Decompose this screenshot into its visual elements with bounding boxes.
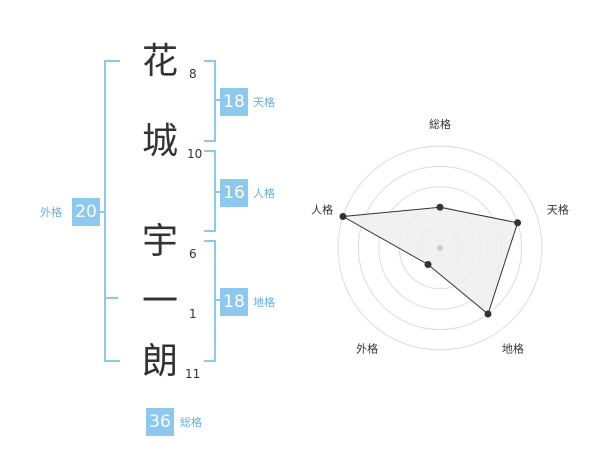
chikaku-label: 地格 xyxy=(253,296,275,309)
gaikaku-value: 20 xyxy=(72,198,100,226)
stroke-count-5: 11 xyxy=(185,367,201,381)
radar-center-dot xyxy=(437,245,443,251)
chikaku-bracket-tick xyxy=(214,299,220,301)
chikaku-value: 18 xyxy=(220,288,248,316)
soukaku-label: 総格 xyxy=(180,416,202,429)
radar-axis-label-3: 地格 xyxy=(502,341,524,355)
radar-axis-label-1: 総格 xyxy=(429,117,451,131)
radar-grid-ring-4 xyxy=(357,165,523,331)
radar-axis-label-4: 外格 xyxy=(356,341,378,355)
tenkaku-bracket-tick xyxy=(214,99,220,101)
gaikaku-bracket-divider xyxy=(104,297,118,299)
radar-data-polygon xyxy=(341,206,519,315)
radar-point-5 xyxy=(339,213,347,220)
radar-point-3 xyxy=(484,310,492,318)
stroke-count-1: 8 xyxy=(189,67,197,81)
chikaku-bracket xyxy=(204,240,216,362)
tenkaku-value: 18 xyxy=(220,88,248,116)
name-char-1: 花 xyxy=(141,41,178,82)
radar-grid-ring-5 xyxy=(337,145,543,351)
radar-axis-label-5: 人格 xyxy=(311,203,333,217)
radar-point-1 xyxy=(436,203,444,211)
name-char-4: 一 xyxy=(141,281,178,322)
soukaku-value: 36 xyxy=(146,408,174,436)
radar-point-4 xyxy=(424,261,432,268)
tenkaku-label: 天格 xyxy=(253,96,275,109)
stroke-count-2: 10 xyxy=(187,147,203,161)
jinkaku-label: 人格 xyxy=(253,187,275,200)
gaikaku-label: 外格 xyxy=(40,206,62,219)
radar-axis-label-2: 天格 xyxy=(547,203,569,217)
name-char-3: 宇 xyxy=(141,221,178,262)
tenkaku-bracket xyxy=(204,60,216,142)
jinkaku-bracket-tick xyxy=(214,191,220,193)
stroke-count-4: 1 xyxy=(189,307,197,321)
jinkaku-value: 16 xyxy=(220,179,248,207)
stroke-count-3: 6 xyxy=(189,247,197,261)
name-char-5: 朗 xyxy=(141,341,178,382)
name-char-2: 城 xyxy=(141,121,178,162)
gaikaku-bracket xyxy=(104,60,120,362)
radar-point-2 xyxy=(514,219,522,227)
